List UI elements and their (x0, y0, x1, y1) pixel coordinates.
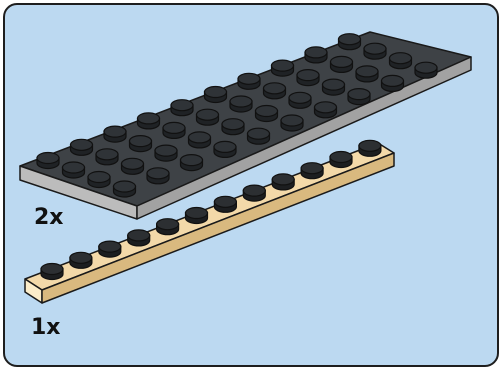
plate-stud (315, 102, 337, 118)
plate-stud (71, 139, 93, 155)
plate-stud (205, 87, 227, 103)
plate-stud (181, 155, 203, 171)
plate-stud (415, 62, 437, 78)
plate-stud (147, 168, 169, 184)
plate-stud (323, 79, 345, 95)
plate-stud (189, 132, 211, 148)
plate-stud (248, 128, 270, 144)
plate-stud (297, 70, 319, 86)
tan-plate-stud (272, 174, 294, 190)
plate-stud (138, 113, 160, 129)
tan-plate-stud (99, 241, 121, 257)
plate-stud (88, 172, 110, 188)
plate-stud (390, 53, 412, 69)
plate-stud (114, 181, 136, 197)
plate-stud (163, 122, 185, 138)
plate-stud (214, 141, 236, 157)
tan-plate-stud (359, 140, 381, 156)
plate-stud (197, 109, 219, 125)
plate-stud (130, 136, 152, 152)
plate-stud (63, 162, 85, 178)
tan-plate-stud (128, 230, 150, 246)
plate-stud (256, 106, 278, 122)
plate-stud (230, 96, 252, 112)
plate-stud (356, 66, 378, 82)
tan-plate-stud (243, 185, 265, 201)
tan-plate-stud (70, 252, 92, 268)
plate-stud (281, 115, 303, 131)
plate-stud (289, 92, 311, 108)
plate-stud (222, 119, 244, 135)
tan-plate-stud (214, 196, 236, 212)
plate-stud (171, 100, 193, 116)
plate-stud (122, 158, 144, 174)
tan-plate-stud (186, 208, 208, 224)
dark-plate-quantity: 2x (34, 207, 64, 229)
instruction-panel: 2x 1x (3, 3, 499, 367)
tan-plate-stud (41, 264, 63, 280)
tan-plate-stud (330, 152, 352, 168)
tan-plate-stud (157, 219, 179, 235)
plate-stud (238, 73, 260, 89)
parts-illustration (3, 3, 499, 367)
plate-stud (37, 153, 59, 169)
plate-stud (104, 126, 126, 142)
tan-plate-stud (301, 163, 323, 179)
plate-stud (348, 89, 370, 105)
plate-stud (331, 56, 353, 72)
tan-plate-quantity: 1x (31, 317, 61, 339)
plate-stud (264, 83, 286, 99)
plate-stud (96, 149, 118, 165)
plate-stud (155, 145, 177, 161)
plate-stud (305, 47, 327, 63)
plate-stud (339, 34, 361, 50)
plate-stud (272, 60, 294, 76)
plate-stud (364, 43, 386, 59)
plate-stud (382, 75, 404, 91)
